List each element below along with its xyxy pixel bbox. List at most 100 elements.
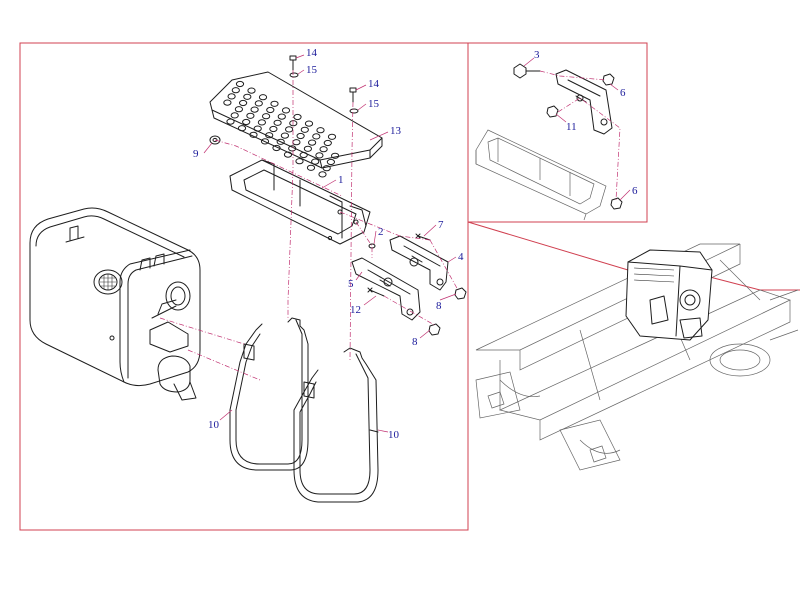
detail-bolt-3 xyxy=(513,63,541,79)
callout-4: 4 xyxy=(458,251,464,263)
perforation-hole xyxy=(226,118,235,125)
bolt-14-right xyxy=(349,87,357,103)
perforation-hole xyxy=(300,126,309,133)
callout-8-upper: 8 xyxy=(436,300,442,312)
perforation-hole xyxy=(262,113,271,120)
perforation-hole xyxy=(283,151,293,158)
perforation-hole xyxy=(237,125,247,132)
heat-shield xyxy=(209,71,383,178)
vehicle-outline-line xyxy=(705,275,800,291)
callout-8-lower: 8 xyxy=(412,336,418,348)
main-view-frame xyxy=(19,42,469,531)
washer-15-left xyxy=(289,72,299,78)
perforation-hole xyxy=(303,145,312,152)
perforation-hole xyxy=(257,119,266,126)
washer-15-right xyxy=(349,108,359,114)
perforation-hole xyxy=(273,119,282,126)
perforation-hole xyxy=(312,133,321,140)
perforation-hole xyxy=(331,152,340,159)
vehicle-muffler-assembly xyxy=(625,249,713,341)
callout-15-left: 15 xyxy=(306,64,318,76)
perforation-hole xyxy=(227,93,236,100)
bracket-upper xyxy=(389,235,449,291)
bracket-lower xyxy=(351,257,421,321)
perforation-hole xyxy=(288,145,297,152)
assembly-centerlines xyxy=(159,70,459,381)
perforation-hole xyxy=(295,158,304,165)
perforation-hole xyxy=(277,113,286,120)
perforation-hole xyxy=(234,106,243,113)
perforation-hole xyxy=(239,99,248,107)
callout-5: 5 xyxy=(348,278,354,290)
perforation-hole xyxy=(258,94,268,101)
perforation-hole xyxy=(319,146,328,153)
perforation-hole xyxy=(272,144,281,152)
callout-7: 7 xyxy=(438,219,444,231)
bolt-14-left xyxy=(289,55,297,71)
perforation-hole xyxy=(311,158,320,165)
detail-pointer-line xyxy=(467,221,629,271)
perforation-hole xyxy=(285,126,294,133)
perforation-hole xyxy=(265,132,274,139)
support-frame xyxy=(229,159,371,245)
callout-6-lower: 6 xyxy=(632,185,638,197)
callout-6-upper: 6 xyxy=(620,87,626,99)
perforation-hole xyxy=(304,120,314,127)
perforation-hole xyxy=(308,139,317,146)
muffler-body xyxy=(29,207,201,401)
perforation-hole xyxy=(235,80,245,88)
detail-nut-6-lower xyxy=(610,197,623,210)
detail-view xyxy=(475,57,631,221)
bolt-7 xyxy=(415,233,431,241)
detail-nut-11 xyxy=(546,105,559,118)
perforation-hole xyxy=(253,125,262,132)
perforation-hole xyxy=(247,87,256,94)
perforation-hole xyxy=(270,100,279,107)
washer-9 xyxy=(209,135,221,145)
perforation-hole xyxy=(246,112,255,119)
callout-15-right: 15 xyxy=(368,98,380,110)
perforation-hole xyxy=(326,158,335,166)
callout-2: 2 xyxy=(378,226,384,238)
perforation-hole xyxy=(316,127,325,134)
callout-14-left: 14 xyxy=(306,47,318,59)
perforation-hole xyxy=(231,87,240,94)
callout-9: 9 xyxy=(193,148,199,160)
callout-1: 1 xyxy=(338,174,344,186)
perforation-hole xyxy=(276,138,285,145)
perforation-hole xyxy=(293,113,302,121)
detail-nut-6-upper xyxy=(602,73,615,86)
shield-perforations xyxy=(223,80,340,178)
perforation-hole xyxy=(318,171,327,178)
perforation-hole xyxy=(323,139,332,147)
strap-right xyxy=(293,347,379,503)
callout-10-left: 10 xyxy=(208,419,220,431)
bolt-12 xyxy=(367,287,385,297)
callout-13: 13 xyxy=(390,125,402,137)
perforation-hole xyxy=(249,131,258,138)
perforation-hole xyxy=(296,132,305,140)
perforation-hole xyxy=(306,164,316,171)
perforation-hole xyxy=(281,107,291,114)
leader-lines xyxy=(203,54,457,433)
perforation-hole xyxy=(269,125,278,133)
nut-8-lower xyxy=(428,323,441,336)
perforation-hole xyxy=(223,99,232,106)
callout-12: 12 xyxy=(350,304,361,316)
perforation-hole xyxy=(322,165,331,172)
callout-10-right: 10 xyxy=(388,429,400,441)
callout-14-right: 14 xyxy=(368,78,380,90)
nut-8-upper xyxy=(454,287,467,300)
callout-11: 11 xyxy=(566,121,577,133)
perforation-hole xyxy=(254,100,263,107)
detail-view-frame xyxy=(467,42,648,223)
perforation-hole xyxy=(250,106,259,113)
perforation-hole xyxy=(327,133,337,140)
detail-frame xyxy=(475,129,607,221)
perforation-hole xyxy=(230,112,239,119)
vehicle-chassis xyxy=(475,243,799,471)
perforation-hole xyxy=(243,93,252,100)
perforation-hole xyxy=(260,138,270,145)
